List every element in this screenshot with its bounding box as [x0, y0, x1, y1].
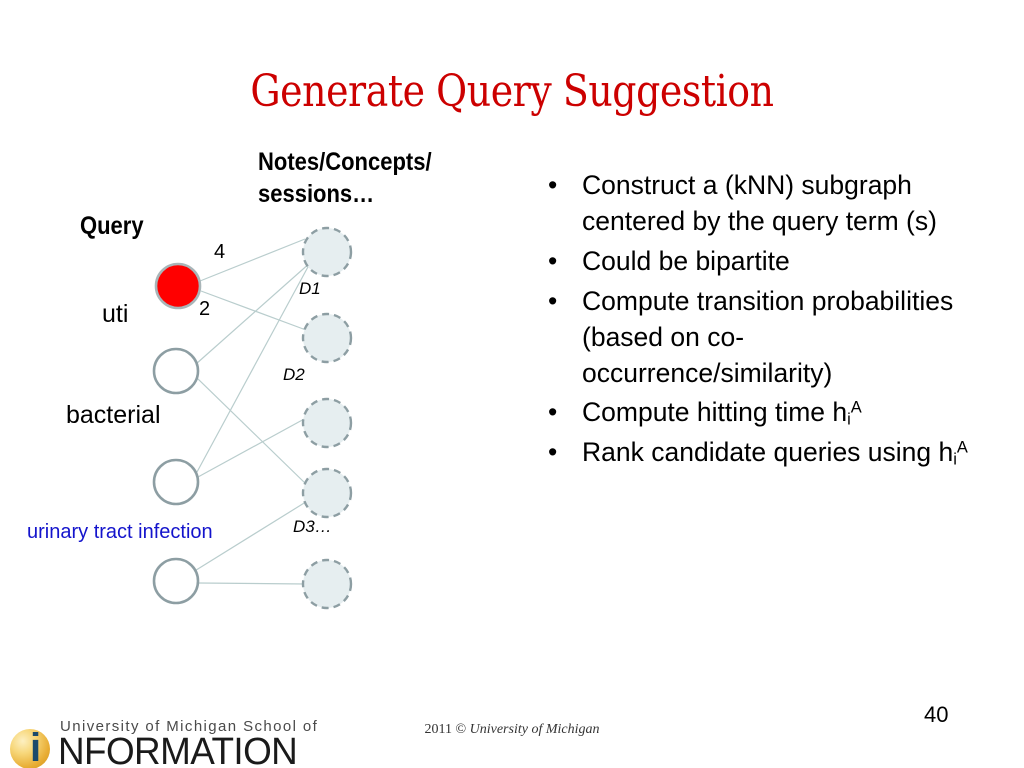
column-heading-query: Query — [80, 212, 144, 240]
footer-institution: University of Michigan — [469, 722, 600, 737]
bullet-item: • Could be bipartite — [540, 244, 990, 280]
bullet-list: • Construct a (kNN) subgraph centered by… — [540, 168, 990, 475]
bullet-subscript: i — [847, 411, 851, 430]
query-node-bacterial[interactable] — [152, 347, 200, 395]
footer-copyright: 2011 © University of Michigan — [0, 722, 1024, 738]
bullet-subscript: i — [953, 450, 957, 469]
bullet-marker: • — [548, 245, 558, 276]
doc-node-d2[interactable] — [301, 312, 353, 364]
doc-node-d3[interactable] — [301, 397, 353, 449]
doc-node-label-d1: D1 — [299, 279, 321, 298]
page-title: Generate Query Suggestion — [250, 66, 774, 117]
bullet-item: • Compute transition probabilities (base… — [540, 284, 990, 392]
doc-node-d1[interactable] — [301, 226, 353, 278]
logo-i-glyph: i — [30, 726, 42, 768]
bullet-superscript: A — [956, 438, 968, 457]
logo-bottom-line: NFORMATION — [58, 731, 298, 768]
graph-query-nodes — [152, 262, 202, 605]
edge-uti-d2 — [200, 290, 307, 331]
edge-node3-d3 — [197, 417, 307, 478]
query-node-4[interactable] — [152, 557, 200, 605]
edge-weight-2: 2 — [199, 298, 211, 320]
page-number: 40 — [924, 702, 949, 727]
bullet-text: Could be bipartite — [582, 245, 790, 276]
bullet-text: Compute hitting time h — [582, 397, 848, 428]
edge-bacterial-d4 — [196, 377, 308, 486]
doc-node-d4[interactable] — [301, 467, 353, 519]
doc-node-label-d2: D2 — [283, 365, 305, 384]
bullet-text: Compute transition probabilities (based … — [582, 285, 954, 388]
bullet-item: • Rank candidate queries using hiA — [540, 435, 990, 471]
bullet-item: • Compute hitting time hiA — [540, 395, 990, 431]
column-heading-notes: Notes/Concepts/ sessions… — [258, 148, 432, 208]
edge-weight-4: 4 — [214, 241, 226, 263]
bullet-text: Construct a (kNN) subgraph centered by t… — [582, 170, 937, 236]
bullet-text: Rank candidate queries using h — [582, 437, 954, 468]
bullet-superscript: A — [850, 398, 862, 417]
bullet-marker: • — [548, 397, 558, 428]
footer-year: 2011 © — [424, 722, 470, 737]
bullet-item: • Construct a (kNN) subgraph centered by… — [540, 168, 990, 240]
query-node-label-bacterial: bacterial — [66, 401, 161, 429]
doc-node-label-d3: D3… — [293, 517, 332, 536]
doc-node-d5[interactable] — [301, 558, 353, 610]
query-node-uti[interactable] — [154, 262, 202, 310]
query-node-label-uti: uti — [102, 300, 129, 328]
logo-ball-icon — [10, 729, 50, 768]
edge-node4-d5 — [197, 582, 307, 585]
bullet-marker: • — [548, 285, 558, 316]
edge-bacterial-d1 — [195, 261, 312, 365]
query-expansion-label: urinary tract infection — [27, 521, 213, 543]
umsi-logo: i University of Michigan School of NFORM… — [6, 716, 317, 768]
bullet-marker: • — [548, 437, 558, 468]
logo-top-line: University of Michigan School of — [60, 718, 319, 735]
bullet-marker: • — [548, 170, 558, 200]
query-node-3[interactable] — [152, 458, 200, 506]
